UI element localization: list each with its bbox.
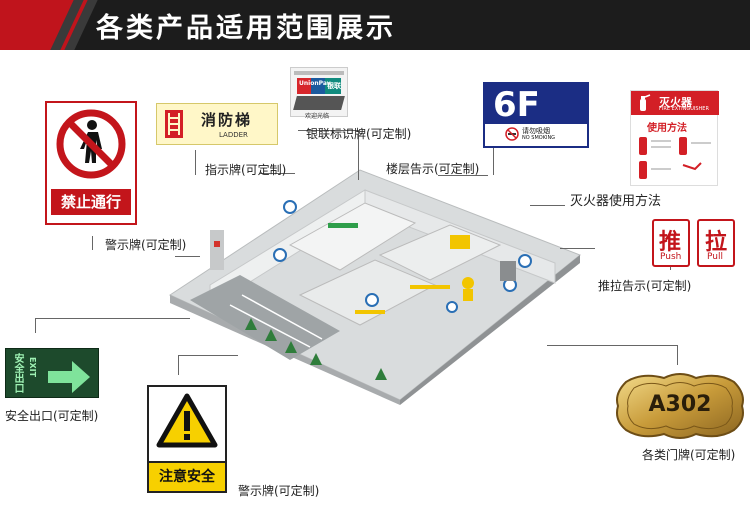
- unionpay-welcome: 欢迎光临: [305, 113, 330, 120]
- extinguisher-steps-illustration: [639, 137, 711, 179]
- unionpay-dark-panel: [293, 96, 345, 110]
- no-smoking-en: NO SMOKING: [522, 135, 556, 141]
- leader-line: [260, 173, 295, 174]
- leader-line: [547, 345, 677, 346]
- push-label-en: Push: [660, 252, 682, 262]
- exit-label-en: EXIT: [28, 357, 37, 378]
- caution-sign: 注意安全: [147, 385, 227, 493]
- silver-sign-caption: 银联标识牌(可定制): [306, 127, 412, 141]
- push-pull-caption: 推拉告示(可定制): [598, 279, 692, 293]
- door-plate-caption: 各类门牌(可定制): [642, 448, 736, 462]
- unionpay-sign: UnionPay 银联 欢迎光临: [290, 67, 348, 120]
- direction-sign-caption: 指示牌(可定制): [205, 163, 287, 177]
- leader-line: [493, 140, 494, 175]
- floor-sign-caption: 楼层告示(可定制): [386, 162, 480, 176]
- extinguisher-sign: 灭火器 FIRE EXTINGUISHER 使用方法: [630, 90, 719, 186]
- no-entry-icon: [56, 109, 126, 179]
- header-banner: 各类产品适用范围展示: [0, 0, 750, 50]
- warning-triangle-icon: [156, 393, 218, 448]
- floor-notice-panel: 请勿吸烟 NO SMOKING: [485, 124, 587, 146]
- fire-extinguisher-icon: [640, 94, 651, 111]
- leader-line: [560, 248, 595, 249]
- no-passage-sign: 禁止通行: [45, 101, 137, 225]
- exit-label-cn: 安全出口: [12, 353, 23, 393]
- fire-ladder-sign: 消防梯 LADDER: [156, 103, 278, 145]
- caution-label: 注意安全: [149, 461, 225, 491]
- leader-line: [92, 236, 93, 250]
- leader-line: [178, 355, 238, 356]
- extinguisher-caption: 灭火器使用方法: [570, 194, 662, 209]
- door-plate-number: A302: [648, 392, 712, 417]
- leader-line: [298, 130, 358, 131]
- exit-arrow-icon: [48, 361, 90, 393]
- leader-line: [175, 256, 200, 257]
- extinguisher-header: 灭火器 FIRE EXTINGUISHER: [631, 91, 719, 115]
- exit-sign: 安全出口 EXIT: [5, 348, 99, 398]
- exit-caption: 安全出口(可定制): [5, 409, 99, 423]
- door-plate: [616, 373, 744, 439]
- leader-line: [438, 175, 488, 176]
- unionpay-logo: UnionPay 银联: [297, 78, 341, 94]
- leader-line: [530, 205, 565, 206]
- pull-label-cn: 拉: [705, 230, 728, 255]
- ladder-label-cn: 消防梯: [201, 111, 253, 129]
- leader-line: [35, 318, 190, 319]
- banner-title: 各类产品适用范围展示: [96, 13, 396, 44]
- pull-sign: 拉 Pull: [697, 219, 735, 267]
- push-sign: 推 Push: [652, 219, 690, 267]
- no-smoking-cn: 请勿吸烟: [522, 127, 550, 135]
- no-passage-label: 禁止通行: [51, 189, 131, 215]
- ladder-label-en: LADDER: [219, 131, 248, 139]
- floor-number: 6F: [493, 85, 540, 125]
- floor-plan-illustration: [168, 169, 581, 405]
- floor-sign: 6F 请勿吸烟 NO SMOKING: [483, 82, 589, 148]
- leader-line: [358, 130, 359, 180]
- warning-sign-caption-top: 警示牌(可定制): [105, 238, 187, 252]
- extinguisher-method: 使用方法: [647, 123, 687, 134]
- leader-line: [677, 345, 678, 365]
- leader-line: [178, 355, 179, 375]
- extinguisher-subtitle: FIRE EXTINGUISHER: [659, 106, 709, 112]
- warning-sign-caption-bottom: 警示牌(可定制): [238, 484, 320, 498]
- ladder-icon: [165, 110, 183, 138]
- extinguisher-title: 灭火器: [659, 96, 692, 109]
- unionpay-top-text: [294, 71, 344, 75]
- pull-label-en: Pull: [707, 252, 723, 262]
- no-smoking-icon: [505, 127, 519, 141]
- leader-line: [195, 150, 196, 175]
- banner-background: [0, 0, 750, 50]
- leader-line: [35, 318, 36, 333]
- push-label-cn: 推: [659, 230, 682, 255]
